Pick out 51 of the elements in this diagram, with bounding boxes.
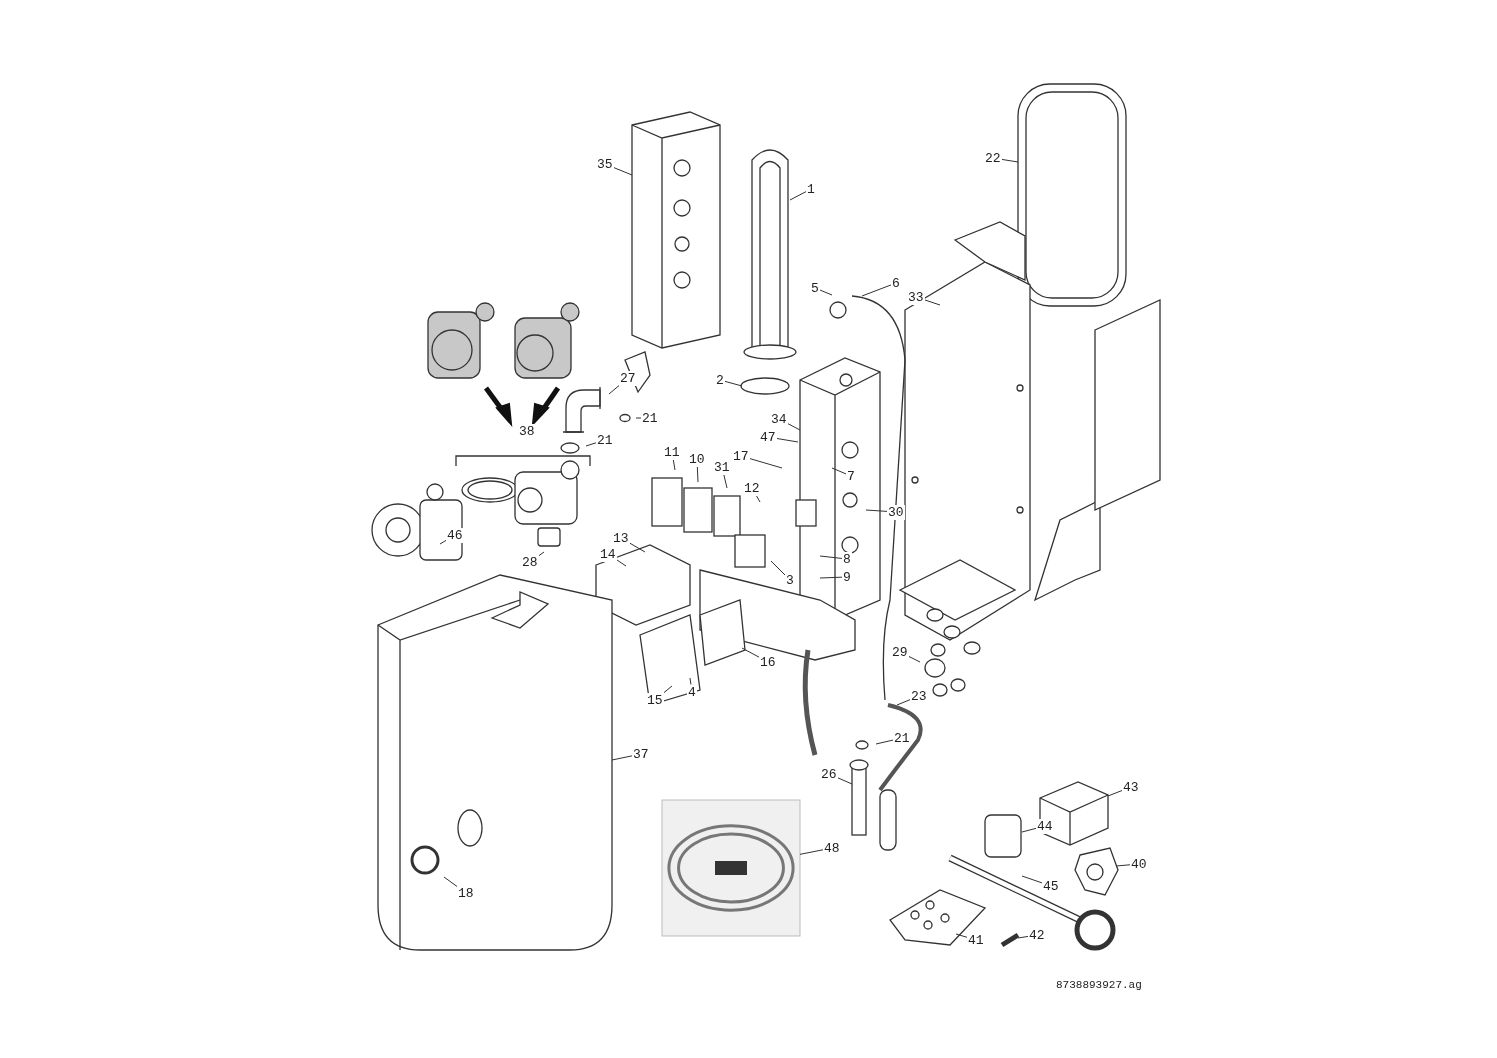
callout-number: 33	[907, 289, 925, 305]
leader-line	[608, 385, 620, 395]
callout-number: 31	[713, 459, 731, 475]
callout-number: 11	[663, 444, 681, 460]
leader-line	[819, 576, 843, 579]
leader-line	[439, 539, 447, 545]
leader-line	[875, 739, 894, 745]
leader-line	[613, 167, 633, 176]
leader-line	[1021, 827, 1037, 833]
leader-line	[749, 458, 783, 469]
leader-line	[1107, 790, 1123, 797]
leader-line	[924, 299, 941, 306]
leader-line	[955, 933, 968, 938]
leader-line	[635, 417, 642, 419]
leader-line	[741, 647, 760, 658]
leader-line	[538, 551, 545, 557]
leader-line	[799, 849, 824, 855]
leader-line	[1017, 935, 1029, 939]
leader-line	[663, 685, 673, 694]
leader-line	[831, 467, 847, 475]
leader-line	[443, 876, 458, 887]
leader-line	[723, 474, 728, 489]
leader-line	[819, 289, 833, 296]
callout-number: 12	[743, 480, 761, 496]
leader-line	[724, 380, 743, 387]
leader-line	[908, 656, 921, 663]
leader-line	[689, 677, 692, 685]
leader-line	[672, 459, 676, 471]
leader-line	[1001, 158, 1019, 163]
leader-line	[789, 191, 807, 201]
leader-line	[770, 560, 786, 576]
leader-line	[1115, 864, 1131, 867]
leader-line	[1021, 875, 1043, 884]
leader-line	[629, 542, 646, 553]
photo-placeholder	[661, 799, 801, 937]
callout-number: 27	[619, 370, 637, 386]
callout-number: 10	[688, 451, 706, 467]
leader-line	[611, 755, 633, 761]
leader-line	[755, 495, 761, 503]
leader-line	[837, 777, 853, 785]
callout-number: 14	[599, 546, 617, 562]
leader-line	[776, 438, 799, 443]
leader-line	[696, 466, 699, 483]
callout-number: 30	[887, 504, 905, 520]
leader-line	[896, 699, 911, 706]
leader-line	[819, 555, 843, 559]
leader-line	[787, 423, 801, 431]
leader-line	[585, 442, 597, 447]
leader-line	[865, 509, 888, 512]
leader-line	[616, 559, 627, 567]
leader-line	[861, 284, 892, 297]
